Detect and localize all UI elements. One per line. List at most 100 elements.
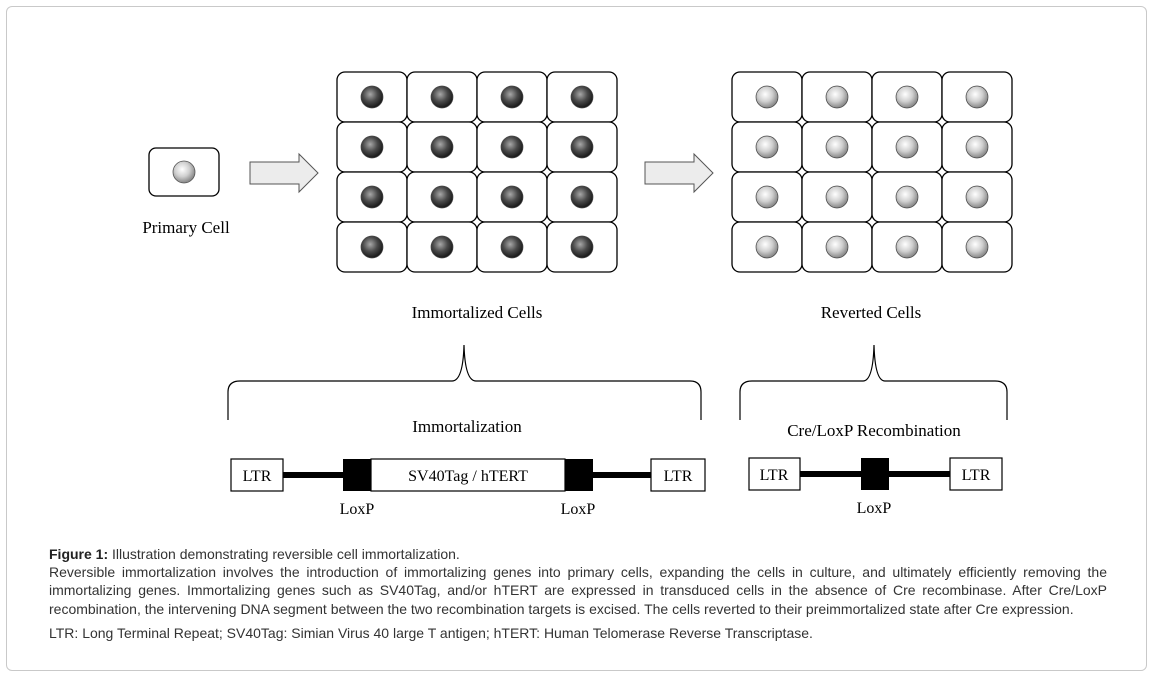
loxp-site-recombined <box>861 458 889 490</box>
immortalized-cell <box>476 71 548 123</box>
reverted-cell <box>801 221 873 273</box>
reverted-cell <box>801 121 873 173</box>
arrow-to-immortalized <box>249 152 319 194</box>
insert-label: SV40Tag / hTERT <box>408 468 528 485</box>
reverted-nucleus <box>755 85 779 109</box>
reverted-cell <box>941 221 1013 273</box>
reverted-nucleus <box>825 235 849 259</box>
immortalized-nucleus <box>570 185 594 209</box>
immortalized-cell <box>546 121 618 173</box>
reverted-cell <box>941 71 1013 123</box>
immortalization-label: Immortalization <box>412 417 522 436</box>
reverted-cell <box>871 221 943 273</box>
immortalized-cell <box>336 71 408 123</box>
reverted-cell-grid <box>731 71 1013 273</box>
reverted-nucleus <box>755 135 779 159</box>
immortalization-brace <box>227 344 702 420</box>
figure-label: Figure 1: <box>49 546 109 562</box>
reverted-cell <box>941 121 1013 173</box>
reverted-nucleus <box>895 85 919 109</box>
immortalized-cell <box>476 221 548 273</box>
reverted-nucleus <box>965 135 989 159</box>
reverted-nucleus <box>825 135 849 159</box>
reverted-nucleus <box>755 235 779 259</box>
reverted-nucleus <box>895 185 919 209</box>
reverted-nucleus <box>755 185 779 209</box>
immortalized-nucleus <box>430 85 454 109</box>
ltr-box-recombined-right <box>949 457 1003 491</box>
reverted-cell <box>731 71 803 123</box>
immortalized-cell <box>546 171 618 223</box>
immortalized-nucleus <box>360 185 384 209</box>
reverted-cell <box>871 121 943 173</box>
reverted-nucleus <box>965 235 989 259</box>
figure-caption: Figure 1: Illustration demonstrating rev… <box>49 545 1107 642</box>
caption-title-text: Illustration demonstrating reversible ce… <box>108 546 460 562</box>
reverted-nucleus <box>825 185 849 209</box>
ltr-label-left: LTR <box>243 468 272 485</box>
immortalized-nucleus <box>360 235 384 259</box>
reverted-cell <box>731 171 803 223</box>
recombination-label: Cre/LoxP Recombination <box>787 421 961 440</box>
immortalized-cell <box>476 171 548 223</box>
reverted-nucleus <box>895 135 919 159</box>
caption-title: Figure 1: Illustration demonstrating rev… <box>49 545 1107 563</box>
ltr-box-right <box>650 458 706 492</box>
loxp-site-right <box>565 459 593 491</box>
reverted-cell <box>941 171 1013 223</box>
immortalized-cell <box>406 221 478 273</box>
arrow-to-reverted <box>644 152 714 194</box>
immortalized-nucleus <box>360 135 384 159</box>
immortalization-construct: LTR SV40Tag / hTERT LTR LoxP LoxP <box>230 458 706 518</box>
immortalized-nucleus <box>430 235 454 259</box>
reverted-cell <box>801 171 873 223</box>
immortalized-nucleus <box>430 135 454 159</box>
ltr-box-recombined-left <box>748 457 801 491</box>
reverted-nucleus <box>895 235 919 259</box>
immortalized-nucleus <box>570 135 594 159</box>
caption-abbreviations: LTR: Long Terminal Repeat; SV40Tag: Simi… <box>49 624 813 641</box>
ltr-label-right: LTR <box>664 468 693 485</box>
recombination-brace <box>739 344 1008 420</box>
reverted-cells-label: Reverted Cells <box>821 303 922 322</box>
immortalized-cell <box>546 71 618 123</box>
immortalized-nucleus <box>500 235 524 259</box>
immortalized-nucleus <box>570 85 594 109</box>
reverted-cell <box>801 71 873 123</box>
immortalized-nucleus <box>500 85 524 109</box>
primary-cell-label: Primary Cell <box>142 218 230 237</box>
reverted-nucleus <box>825 85 849 109</box>
immortalized-nucleus <box>430 185 454 209</box>
reverted-nucleus <box>965 185 989 209</box>
ltr-label-recombined-left: LTR <box>760 467 789 484</box>
immortalized-cell <box>336 221 408 273</box>
reverted-cell <box>871 71 943 123</box>
loxp-label-left: LoxP <box>340 501 375 518</box>
immortalized-cell <box>406 121 478 173</box>
insert-box <box>370 458 566 492</box>
caption-body: Reversible immortalization involves the … <box>49 564 1107 617</box>
ltr-box-left <box>230 458 284 492</box>
reverted-cell <box>731 121 803 173</box>
loxp-label-recombined: LoxP <box>857 500 892 517</box>
immortalized-cells-label: Immortalized Cells <box>412 303 543 322</box>
immortalized-cell <box>406 171 478 223</box>
immortalized-nucleus <box>360 85 384 109</box>
recombined-construct: LTR LTR LoxP <box>748 457 1003 517</box>
immortalized-cell-grid <box>336 71 618 273</box>
immortalized-cell <box>336 121 408 173</box>
immortalized-nucleus <box>500 135 524 159</box>
immortalized-nucleus <box>570 235 594 259</box>
loxp-label-right: LoxP <box>561 501 596 518</box>
reverted-cell <box>731 221 803 273</box>
immortalized-cell <box>546 221 618 273</box>
ltr-label-recombined-right: LTR <box>962 467 991 484</box>
reverted-cell <box>871 171 943 223</box>
primary-cell <box>148 147 220 197</box>
immortalized-cell <box>406 71 478 123</box>
loxp-site-left <box>343 459 371 491</box>
immortalized-cell <box>476 121 548 173</box>
immortalized-nucleus <box>500 185 524 209</box>
reverted-nucleus <box>965 85 989 109</box>
immortalized-cell <box>336 171 408 223</box>
